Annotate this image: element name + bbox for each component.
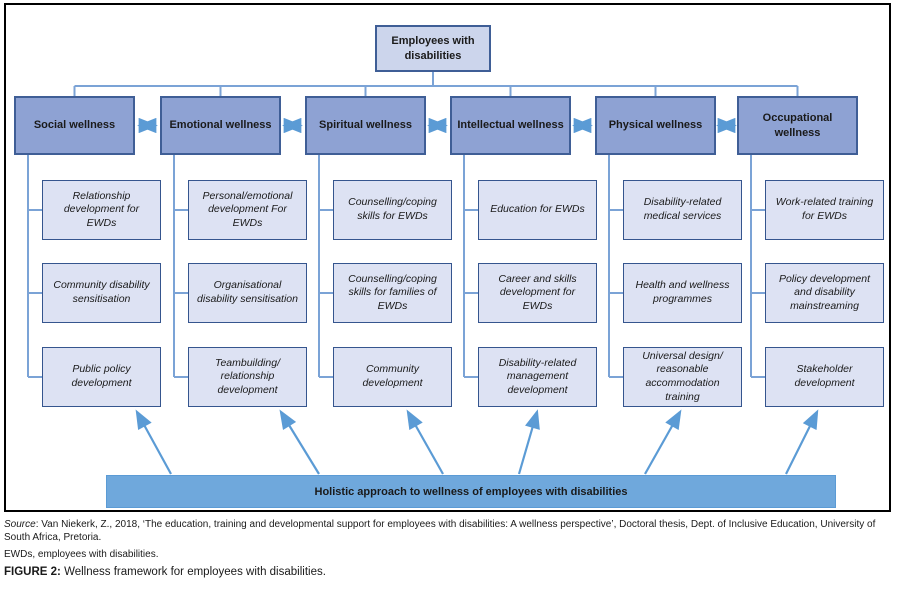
item-physical-3: Universal design/​reasonable accommodati…: [623, 347, 742, 407]
figure-caption: FIGURE 2: Wellness framework for employe…: [4, 566, 903, 578]
item-social-1: Relationship development for EWDs: [42, 180, 161, 240]
column-connector-emotional: [173, 155, 188, 378]
item-spiritual-1: Counselling/​coping skills for EWDs: [333, 180, 452, 240]
item-spiritual-3: Community development: [333, 347, 452, 407]
root-box-label: Employees with disabilities: [391, 35, 475, 62]
root-box-employees-with-disabilities: Employees with disabilities: [375, 25, 491, 72]
item-emotional-2: Organisational disability sensitisation: [188, 263, 307, 323]
item-emotional-1: Personal/​emotional development For EWDs: [188, 180, 307, 240]
header-physical-wellness: Physical wellness: [595, 96, 716, 155]
item-intellectual-3: Disability-related management developmen…: [478, 347, 597, 407]
header-spiritual-wellness: Spiritual wellness: [305, 96, 426, 155]
up-arrow-icon: [135, 409, 172, 475]
item-emotional-3: Teambuilding/​relationship development: [188, 347, 307, 407]
diagram-border: [4, 3, 891, 512]
item-physical-1: Disability-related medical services: [623, 180, 742, 240]
column-connector-social: [27, 155, 42, 378]
abbreviation-note: EWDs, employees with disabilities.: [4, 549, 159, 560]
column-connector-spiritual: [318, 155, 333, 378]
tree-connector: [73, 72, 799, 96]
holistic-banner: Holistic approach to wellness of employe…: [106, 475, 836, 508]
column-connector-occupational: [750, 155, 765, 378]
item-occupational-1: Work-related training for EWDs: [765, 180, 884, 240]
up-arrow-icon: [785, 409, 819, 475]
item-intellectual-1: Education for EWDs: [478, 180, 597, 240]
header-intellectual-wellness: Intellectual wellness: [450, 96, 571, 155]
item-intellectual-2: Career and skills development for EWDs: [478, 263, 597, 323]
item-social-2: Community disability sensitisation: [42, 263, 161, 323]
source-text: : Van Niekerk, Z., 2018, ‘The education,…: [4, 519, 876, 543]
up-arrow-icon: [279, 409, 320, 475]
figure-caption-text: Wellness framework for employees with di…: [64, 566, 326, 578]
item-spiritual-2: Counselling/​coping skills for families …: [333, 263, 452, 323]
up-arrow-icon: [406, 409, 444, 475]
source-citation: Source: Van Niekerk, Z., 2018, ‘The educ…: [4, 518, 903, 544]
column-connector-intellectual: [463, 155, 478, 378]
item-social-3: Public policy development: [42, 347, 161, 407]
header-social-wellness: Social wellness: [14, 96, 135, 155]
item-occupational-3: Stakeholder development: [765, 347, 884, 407]
header-occupational-wellness: Occupational wellness: [737, 96, 858, 155]
source-label: Source: [4, 519, 36, 530]
item-occupational-2: Policy development and disability mainst…: [765, 263, 884, 323]
holistic-banner-label: Holistic approach to wellness of employe…: [314, 485, 628, 498]
column-connector-physical: [608, 155, 623, 378]
up-arrow-icon: [517, 409, 540, 475]
header-emotional-wellness: Emotional wellness: [160, 96, 281, 155]
figure-caption-label: FIGURE 2:: [4, 566, 61, 578]
item-physical-2: Health and wellness programmes: [623, 263, 742, 323]
up-arrow-icon: [644, 409, 682, 475]
